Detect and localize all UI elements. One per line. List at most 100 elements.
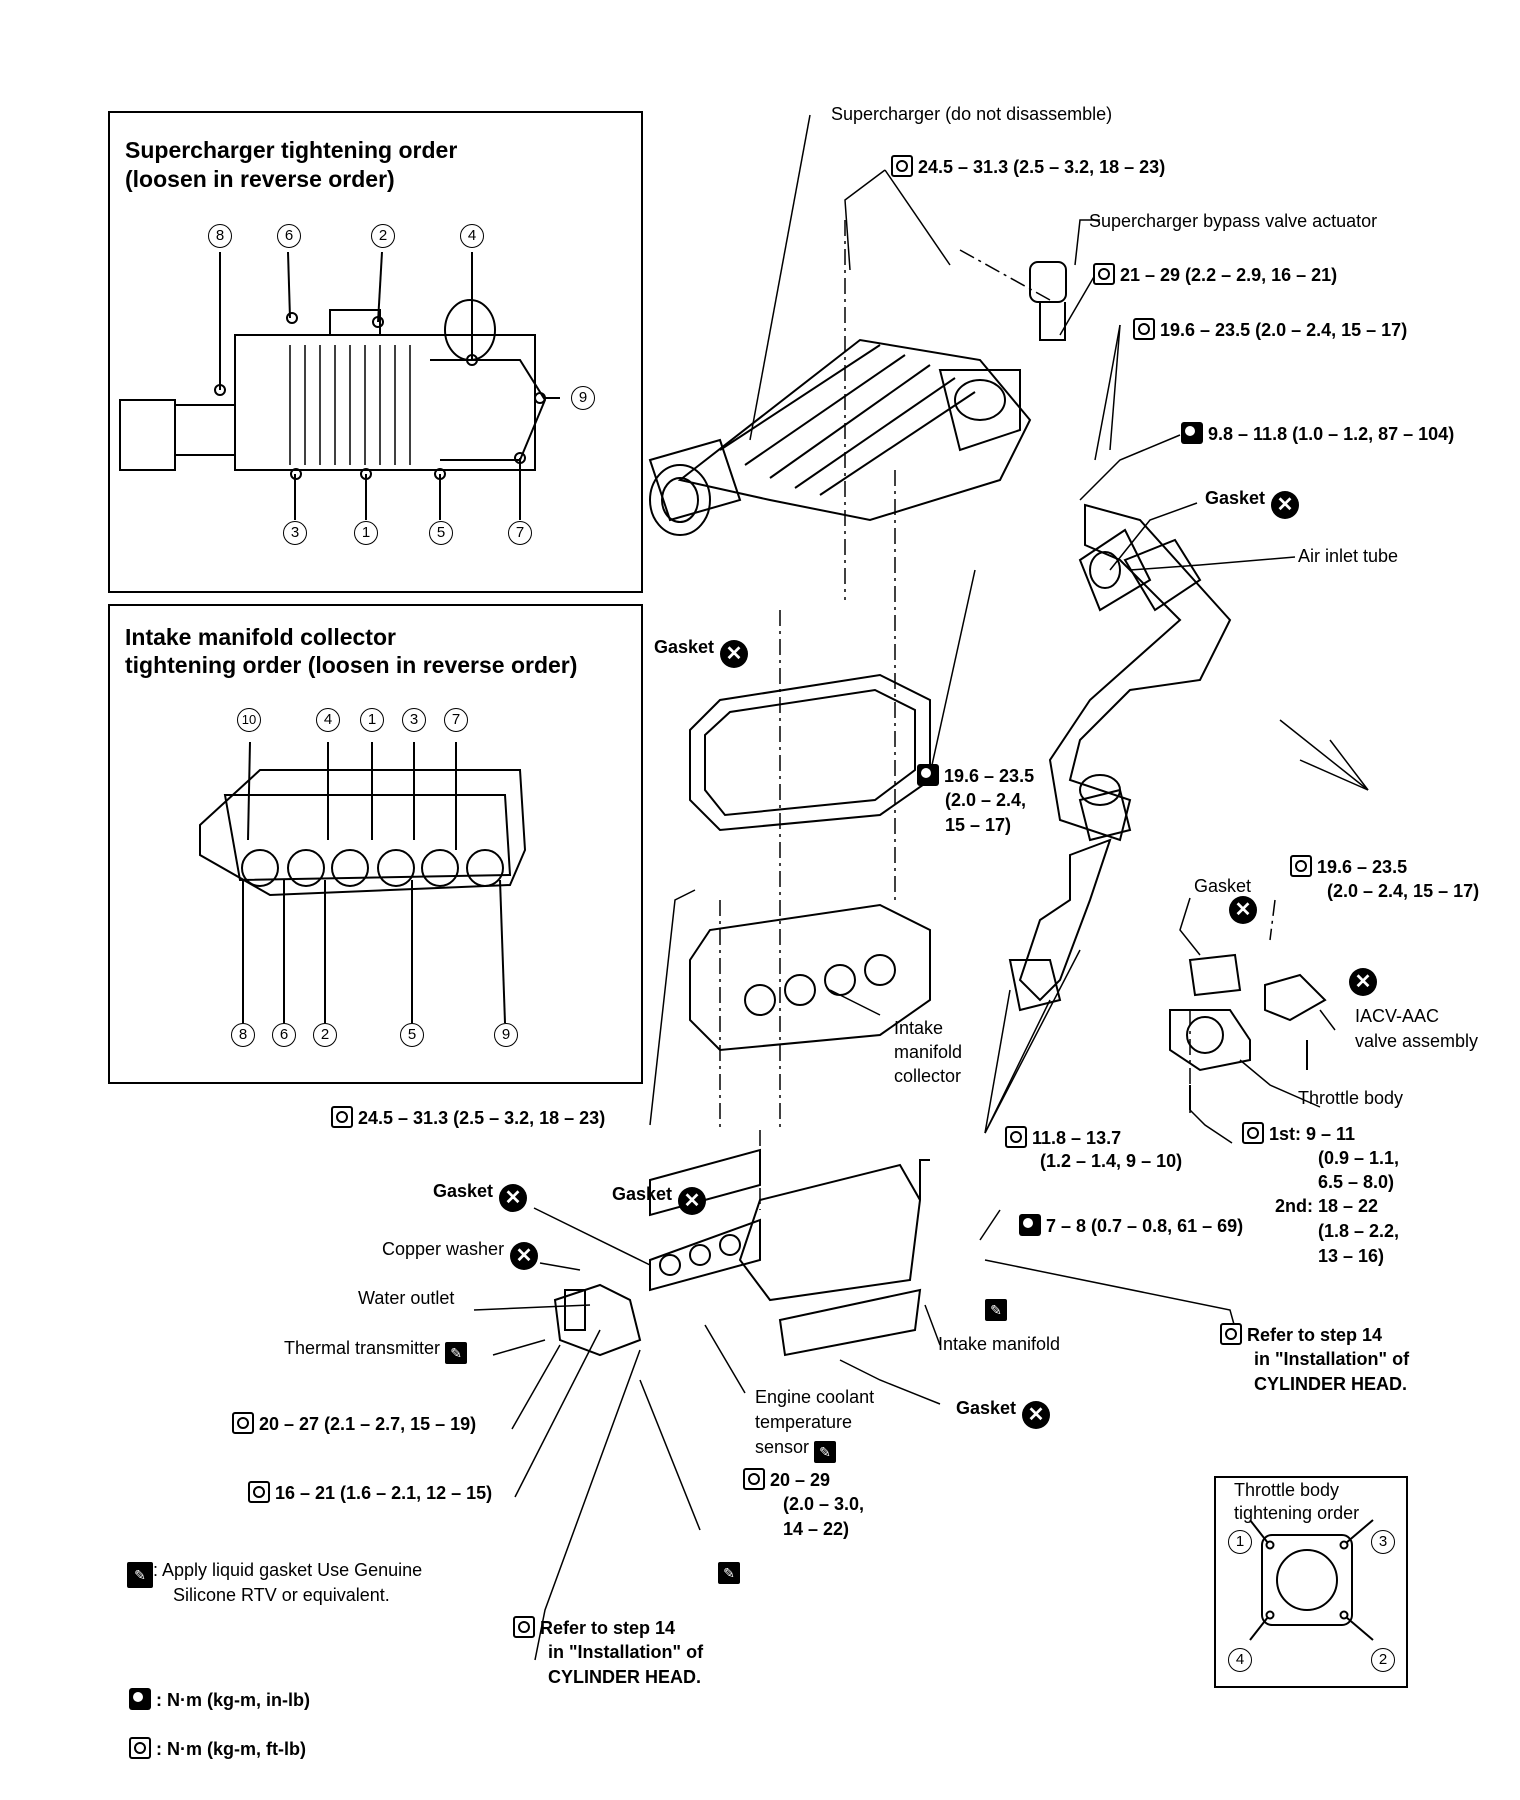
ect-sensor-text: sensor — [755, 1437, 810, 1457]
supercharger-drawing — [648, 261, 1067, 536]
col-order-5: 5 — [400, 1023, 424, 1047]
thermal-transmitter-text: Thermal transmitter — [284, 1338, 441, 1358]
torque-value: 19.6 – 23.5 (2.0 – 2.4, 15 – 17) — [1160, 320, 1408, 340]
liquid-gasket-icon: ✎ — [127, 1562, 153, 1588]
legend-liquid-gasket-1: ✎: Apply liquid gasket Use Genuine — [127, 1559, 422, 1588]
torque-inlet-nuts: 9.8 – 11.8 (1.0 – 1.2, 87 – 104) — [1181, 422, 1454, 445]
label-gasket-upper-right: Gasket✕ — [1205, 487, 1300, 519]
label-gasket-left: Gasket✕ — [433, 1180, 528, 1212]
torque-collector-1: 19.6 – 23.5 — [917, 764, 1034, 787]
replace-icon: ✕ — [1271, 491, 1300, 519]
sc-order-5: 5 — [429, 521, 453, 545]
collector-box-title-line2: tightening order (loosen in reverse orde… — [125, 652, 578, 678]
legend-text: : N·m (kg-m, ft-lb) — [156, 1739, 306, 1759]
sc-order-6: 6 — [277, 224, 301, 248]
replace-icon: ✕ — [1022, 1401, 1051, 1429]
torque-ftlb-icon — [1093, 263, 1115, 285]
torque-value: 19.6 – 23.5 — [1317, 857, 1408, 877]
gasket-label-text: Gasket — [956, 1398, 1017, 1418]
label-copper-washer: Copper washer✕ — [382, 1238, 539, 1270]
throttle-inset-drawing — [1249, 1519, 1374, 1641]
torque-value: 9.8 – 11.8 (1.0 – 1.2, 87 – 104) — [1208, 424, 1455, 444]
torque-throttle-3: 6.5 – 8.0) — [1318, 1172, 1395, 1192]
torque-tube-1: 19.6 – 23.5 — [1290, 855, 1407, 878]
refer-right-line1: Refer to step 14 — [1220, 1323, 1382, 1346]
torque-throttle-5: (1.8 – 2.2, — [1318, 1221, 1400, 1241]
label-collector-1: Intake — [894, 1018, 944, 1038]
intake-manifold-drawing — [649, 1148, 930, 1357]
gasket-label-text: Gasket — [1205, 488, 1266, 508]
throttle-box-title-line2: tightening order — [1234, 1503, 1360, 1523]
collector-tightening-box — [108, 604, 643, 1084]
sc-order-8: 8 — [208, 224, 232, 248]
label-gasket-collector: Gasket✕ — [654, 636, 749, 668]
water-outlet-drawing — [553, 1283, 642, 1357]
torque-ect-2: (2.0 – 3.0, — [783, 1494, 865, 1514]
air-inlet-tube-drawing — [1008, 503, 1232, 1012]
torque-bypass: 21 – 29 (2.2 – 2.9, 16 – 21) — [1093, 263, 1337, 286]
sc-order-4: 4 — [460, 224, 484, 248]
label-supercharger: Supercharger (do not disassemble) — [831, 104, 1113, 124]
supercharger-tightening-box — [108, 111, 643, 593]
torque-collector-2: (2.0 – 2.4, — [945, 790, 1027, 810]
torque-ftlb-icon — [1133, 318, 1155, 340]
supercharger-box-title-line1: Supercharger tightening order — [125, 137, 458, 163]
label-gasket-lower: Gasket✕ — [956, 1397, 1051, 1429]
torque-ftlb-icon — [513, 1616, 535, 1638]
supercharger-box-title-line2: (loosen in reverse order) — [125, 166, 395, 192]
torque-ect-1: 20 – 29 — [743, 1468, 830, 1491]
replace-icon: ✕ — [1229, 896, 1257, 924]
torque-ftlb-icon — [1005, 1126, 1027, 1148]
torque-ftlb-icon — [331, 1106, 353, 1128]
torque-ftlb-icon — [232, 1412, 254, 1434]
torque-ftlb-icon — [129, 1737, 151, 1759]
label-gasket-throttle: Gasket — [1194, 876, 1252, 896]
col-order-6: 6 — [272, 1023, 296, 1047]
liquid-gasket-icon: ✎ — [718, 1562, 740, 1584]
center-lines — [719, 220, 1276, 1210]
torque-ftlb-icon — [1290, 855, 1312, 877]
torque-value: 7 – 8 (0.7 – 0.8, 61 – 69) — [1046, 1216, 1244, 1236]
torque-ect-3: 14 – 22) — [783, 1519, 850, 1539]
gasket-label-text: Gasket — [654, 637, 715, 657]
torque-inlb-icon — [129, 1688, 151, 1710]
col-order-8: 8 — [231, 1023, 255, 1047]
gasket-label-text: Gasket — [612, 1184, 673, 1204]
refer-right-line2: in "Installation" of — [1254, 1349, 1410, 1369]
torque-value: 16 – 21 (1.6 – 2.1, 12 – 15) — [275, 1483, 493, 1503]
replace-icon: ✕ — [720, 640, 749, 668]
sc-order-1: 1 — [354, 521, 378, 545]
replace-icon: ✕ — [499, 1184, 528, 1212]
torque-supercharger-bolts: 24.5 – 31.3 (2.5 – 3.2, 18 – 23) — [891, 155, 1165, 178]
legend-liquid-gasket-2: Silicone RTV or equivalent. — [173, 1585, 390, 1605]
torque-ftlb-icon — [1242, 1122, 1264, 1144]
label-ect-3: sensor ✎ — [755, 1436, 837, 1463]
tb-order-1: 1 — [1228, 1530, 1252, 1554]
torque-value: 1st: 9 – 11 — [1269, 1124, 1356, 1144]
torque-bracket-2: (1.2 – 1.4, 9 – 10) — [1040, 1151, 1183, 1171]
throttle-box-title-line1: Throttle body — [1234, 1480, 1340, 1500]
copper-washer-text: Copper washer — [382, 1239, 505, 1259]
collector-box-title-line1: Intake manifold collector — [125, 624, 396, 650]
torque-value: 24.5 – 31.3 (2.5 – 3.2, 18 – 23) — [358, 1108, 606, 1128]
col-order-4: 4 — [316, 708, 340, 732]
torque-water-outlet-2: 16 – 21 (1.6 – 2.1, 12 – 15) — [248, 1481, 492, 1504]
label-collector-2: manifold — [894, 1042, 963, 1062]
sc-order-7: 7 — [508, 521, 532, 545]
legend-nm-ftlb: : N·m (kg-m, ft-lb) — [129, 1737, 306, 1760]
sc-order-2: 2 — [371, 224, 395, 248]
supercharger-inset-drawing — [119, 251, 560, 520]
legend-nm-inlb: : N·m (kg-m, in-lb) — [129, 1688, 310, 1711]
torque-value: 21 – 29 (2.2 – 2.9, 16 – 21) — [1120, 265, 1338, 285]
torque-stud-nut: 7 – 8 (0.7 – 0.8, 61 – 69) — [1019, 1214, 1243, 1237]
torque-water-outlet-1: 20 – 27 (2.1 – 2.7, 15 – 19) — [232, 1412, 476, 1435]
label-collector-3: collector — [894, 1066, 962, 1086]
throttle-body-drawing — [1169, 953, 1327, 1110]
torque-bracket-1: 11.8 – 13.7 — [1005, 1126, 1121, 1149]
legend-text: : N·m (kg-m, in-lb) — [156, 1690, 310, 1710]
sc-order-3: 3 — [283, 521, 307, 545]
torque-ftlb-icon — [743, 1468, 765, 1490]
torque-ftlb-icon — [1220, 1323, 1242, 1345]
throttle-tightening-box — [1214, 1476, 1408, 1688]
